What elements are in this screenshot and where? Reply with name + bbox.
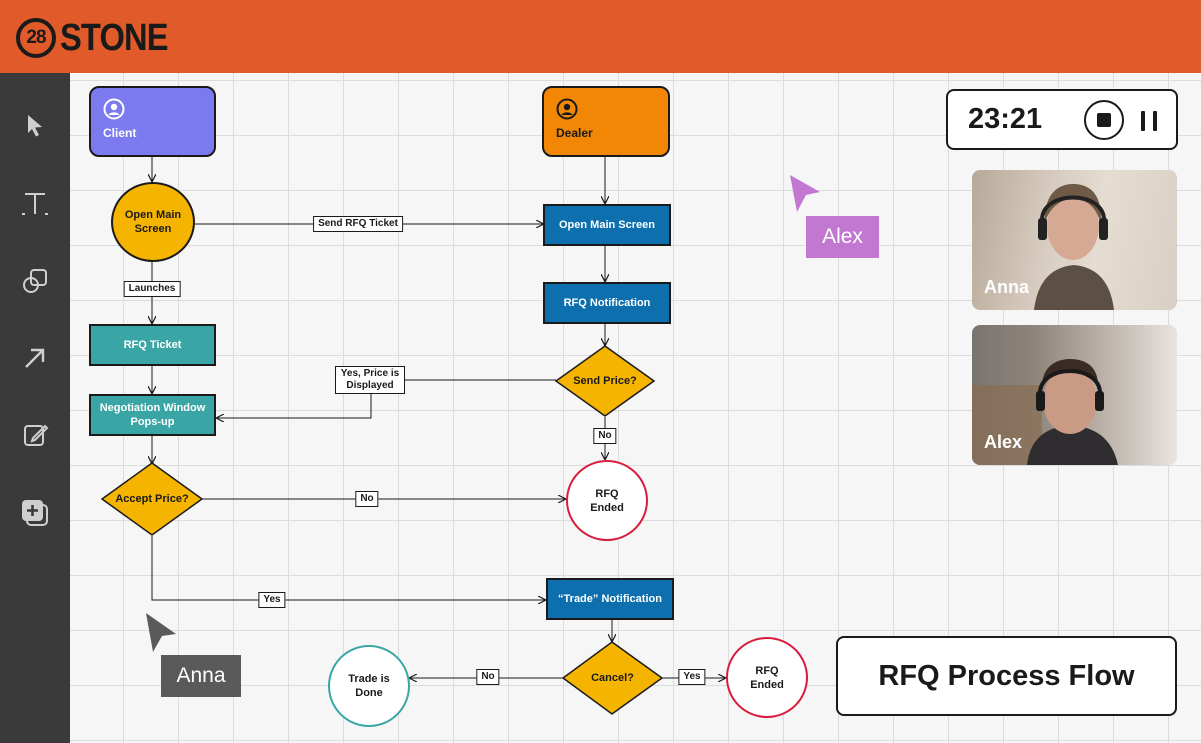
add-layer-icon <box>22 500 48 526</box>
edge-label-yes-cancel: Yes <box>678 669 706 685</box>
board-title[interactable]: RFQ Process Flow <box>836 636 1177 716</box>
session-timer: 23:21 <box>946 89 1178 150</box>
cursor-pointer-anna-icon <box>146 613 176 652</box>
rfq-ended-final-node[interactable]: RFQ Ended <box>726 637 808 718</box>
text-tool-button[interactable] <box>17 186 53 222</box>
logo-wordmark: STONE <box>60 16 169 59</box>
arrow-icon <box>25 348 45 368</box>
edge-label-send-rfq-ticket: Send RFQ Ticket <box>313 216 403 232</box>
rfq-ended-node[interactable]: RFQ Ended <box>566 460 648 541</box>
tool-sidebar <box>0 73 70 743</box>
pause-button[interactable] <box>1141 111 1157 131</box>
dealer-open-main-screen-node[interactable]: Open Main Screen <box>543 204 671 246</box>
trade-notification-node[interactable]: “Trade” Notification <box>546 578 674 620</box>
text-icon <box>22 193 48 215</box>
participant-name-alex: Alex <box>984 432 1023 452</box>
arrow-tool-button[interactable] <box>17 340 53 376</box>
video-tile-anna[interactable]: Anna <box>972 170 1177 310</box>
participant-avatar <box>1034 184 1114 310</box>
app-header: 28 STONE <box>0 0 1201 73</box>
accept-price-diamond[interactable] <box>100 462 204 536</box>
stop-button[interactable] <box>1084 100 1124 140</box>
stop-icon <box>1097 113 1111 127</box>
edge-label-launches: Launches <box>123 281 181 297</box>
client-open-main-screen-node[interactable]: Open Main Screen <box>111 182 195 262</box>
shape-tool-button[interactable] <box>17 263 53 299</box>
shapes-icon <box>23 269 47 293</box>
dealer-lane-header[interactable]: Dealer <box>542 86 670 157</box>
video-tile-alex[interactable]: Alex <box>972 325 1177 465</box>
select-tool-button[interactable] <box>17 108 53 144</box>
rfq-ticket-node[interactable]: RFQ Ticket <box>89 324 216 366</box>
cancel-diamond[interactable] <box>561 641 664 715</box>
logo: 28 STONE <box>16 13 185 63</box>
negotiation-window-node[interactable]: Negotiation Window Pops-up <box>89 394 216 436</box>
edge-label-price-displayed: Yes, Price is Displayed <box>335 366 405 394</box>
client-lane-header[interactable]: Client <box>89 86 216 157</box>
send-price-label: Send Price? <box>573 375 637 387</box>
pause-icon <box>1141 111 1145 131</box>
dealer-label: Dealer <box>556 126 593 140</box>
client-label: Client <box>103 126 137 140</box>
cursor-pointer-alex-icon <box>790 175 820 212</box>
timer-value: 23:21 <box>968 103 1043 135</box>
logo-badge: 28 <box>16 18 56 58</box>
user-circle-icon <box>103 98 125 120</box>
cancel-label: Cancel? <box>591 672 634 684</box>
rfq-notification-node[interactable]: RFQ Notification <box>543 282 671 324</box>
send-price-diamond[interactable] <box>554 345 656 417</box>
edge-label-no-send-price: No <box>593 428 617 444</box>
user-circle-icon <box>556 98 578 120</box>
participant-avatar <box>972 359 1118 465</box>
accept-price-label: Accept Price? <box>115 493 189 505</box>
diamond-shapes <box>100 345 664 715</box>
edge-label-yes-accept: Yes <box>258 592 286 608</box>
note-tool-button[interactable] <box>17 417 53 453</box>
participant-name-anna: Anna <box>984 277 1029 297</box>
edge-label-no-cancel: No <box>476 669 500 685</box>
pointer-icon <box>28 115 42 137</box>
cursor-label-alex: Alex <box>806 216 879 258</box>
edge-label-no-accept: No <box>355 491 379 507</box>
edit-note-icon <box>24 424 49 446</box>
add-page-tool-button[interactable] <box>17 495 53 531</box>
trade-done-node[interactable]: Trade is Done <box>328 645 410 727</box>
cursor-label-anna: Anna <box>161 655 241 697</box>
